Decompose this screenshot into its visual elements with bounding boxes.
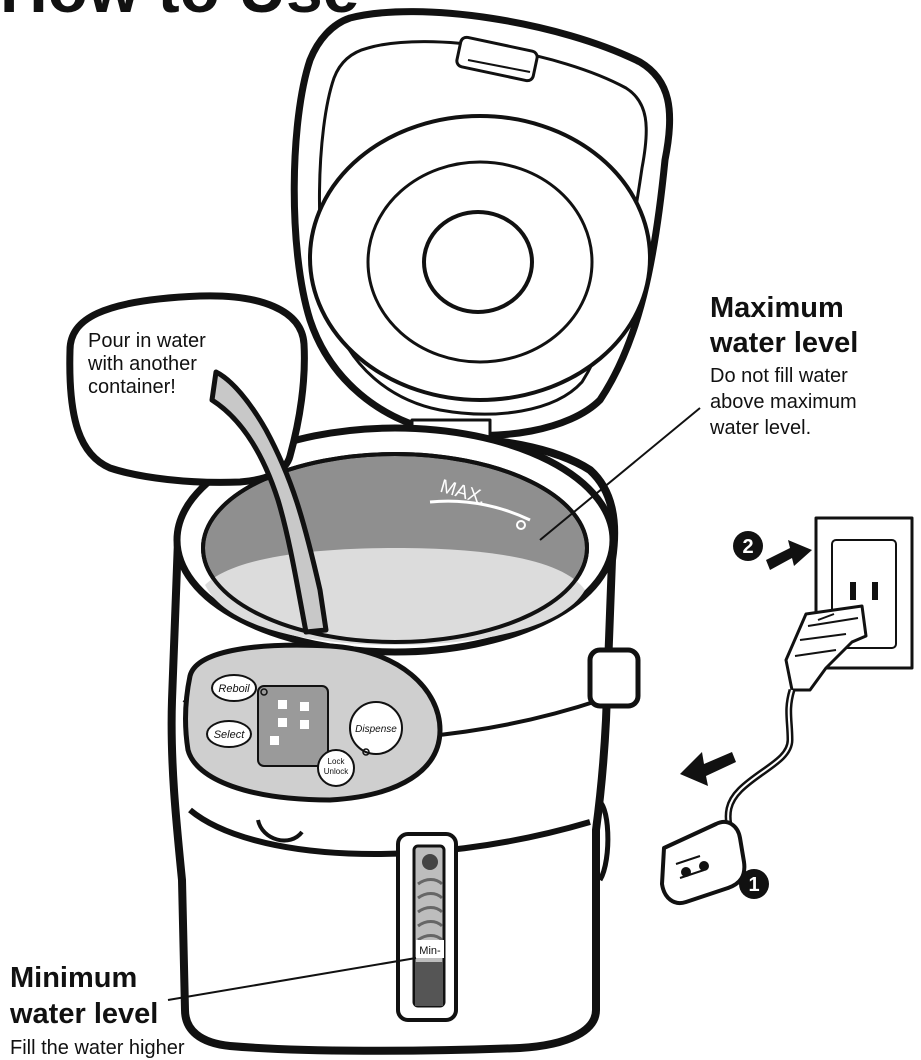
select-label: Select [214,729,246,741]
min-level-desc-line-1: Fill the water higher [10,1037,185,1059]
control-panel: Reboil Select Dispense Lock Unlock [183,642,443,803]
pouring-container [66,292,329,635]
pot-lid [290,8,674,462]
arrow-plug-in-icon [766,540,812,570]
step-1-number: 1 [748,874,759,896]
max-level-desc-line-2: above maximum [710,391,857,413]
lock-button-shape [317,749,355,787]
max-level-title-line-2: water level [710,327,859,359]
min-mark: Min- [419,945,441,957]
max-level-leader-line [539,407,701,541]
pour-note-line-1: Pour in water [88,330,206,352]
gauge-float [422,854,438,870]
arrow-connect-icon [680,752,736,786]
unlock-label: Unlock [324,767,349,776]
step-2-number: 2 [742,536,753,558]
max-level-title-line-1: Maximum [710,292,844,324]
step-2-marker [733,531,763,561]
page-title: How to Use [0,0,359,22]
dispense-button-shape [349,701,403,755]
min-level-title-line-2: water level [10,998,159,1030]
power-cord: 2 1 [660,516,914,905]
min-level-leader-line [167,957,417,1001]
pour-note: Pour in water with another container! [88,330,206,399]
step-1-marker [739,869,769,899]
pour-note-line-2: with another [88,353,197,375]
reboil-label: Reboil [218,683,250,695]
lock-label: Lock [328,757,346,766]
reboil-button-shape [211,674,257,702]
min-level-title-line-1: Minimum [10,962,138,994]
pour-note-line-3: container! [88,376,176,398]
dispense-label: Dispense [355,724,397,735]
water-gauge: Min- [396,832,458,1022]
max-level-desc-line-1: Do not fill water [710,365,848,387]
max-level-desc-line-3: water level. [710,417,812,439]
select-button-shape [206,720,252,748]
